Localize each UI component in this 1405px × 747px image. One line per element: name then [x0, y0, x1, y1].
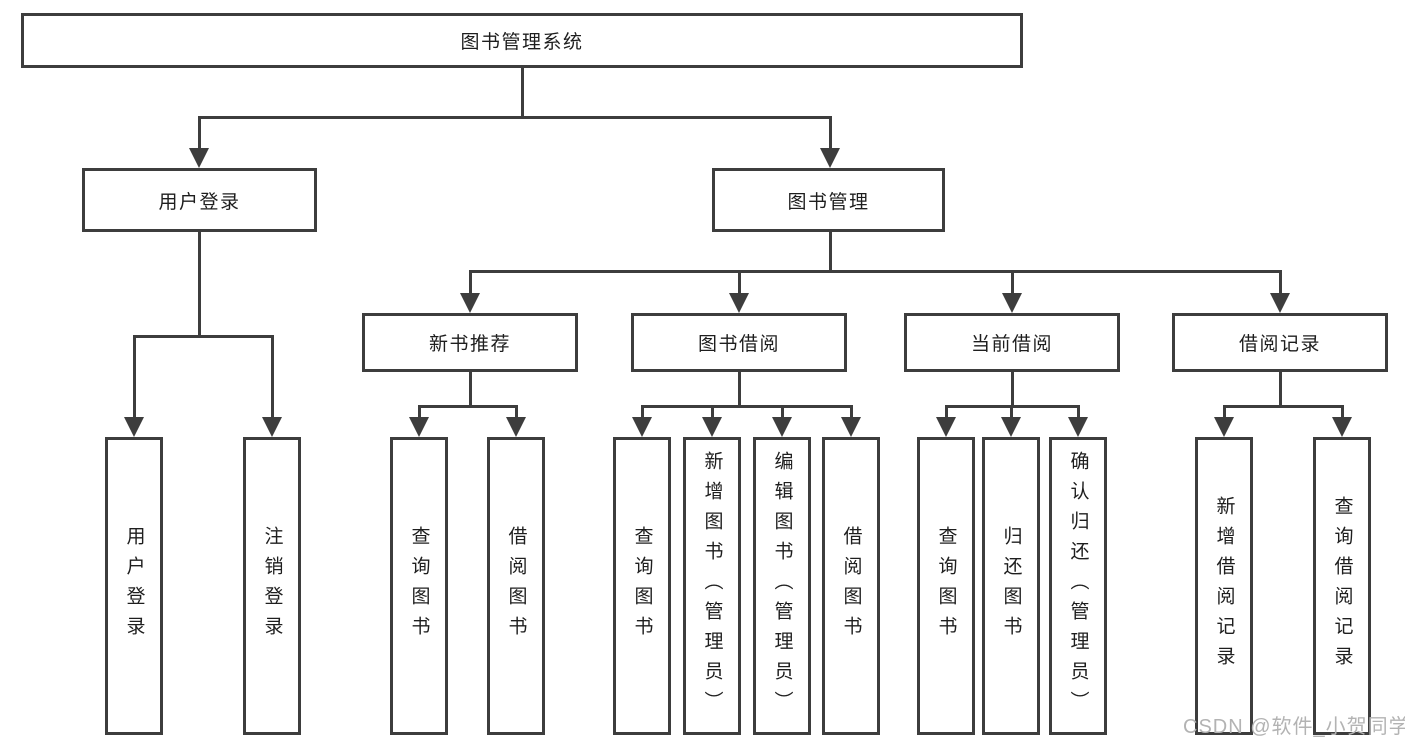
leaf-query-books-1-label: 查询图书	[408, 526, 430, 646]
arrow-down-icon	[1332, 417, 1352, 437]
connector-line	[133, 335, 136, 419]
connector-line	[1223, 405, 1344, 408]
leaf-query-books-2: 查询图书	[613, 437, 671, 735]
connector-line	[829, 116, 832, 152]
leaf-add-books-admin: 新增图书（管理员）	[683, 437, 741, 735]
node-current-borrowing-label: 当前借阅	[970, 334, 1053, 355]
node-new-book-recommend-label: 新书推荐	[428, 334, 511, 355]
connector-line	[641, 405, 853, 408]
leaf-add-books-admin-label: 新增图书（管理员）	[701, 451, 723, 721]
connector-line	[271, 335, 274, 419]
connector-line	[515, 405, 518, 419]
arrow-down-icon	[729, 293, 749, 313]
connector-line	[521, 68, 524, 118]
leaf-user-login: 用户登录	[105, 437, 163, 735]
node-root-label: 图书管理系统	[460, 32, 584, 53]
connector-line	[198, 232, 201, 338]
leaf-logout-label: 注销登录	[261, 526, 283, 646]
connector-line	[1223, 405, 1226, 419]
arrow-down-icon	[1001, 417, 1021, 437]
connector-line	[1010, 405, 1013, 419]
connector-line	[198, 116, 832, 119]
connector-line	[133, 335, 274, 338]
connector-line	[1279, 372, 1282, 408]
arrow-down-icon	[409, 417, 429, 437]
leaf-edit-books-admin-label: 编辑图书（管理员）	[771, 451, 793, 721]
connector-line	[1341, 405, 1344, 419]
leaf-query-borrow-record: 查询借阅记录	[1313, 437, 1371, 735]
arrow-down-icon	[1002, 293, 1022, 313]
node-book-management: 图书管理	[712, 168, 945, 232]
connector-line	[469, 372, 472, 408]
arrow-down-icon	[124, 417, 144, 437]
connector-line	[781, 405, 784, 419]
node-book-borrowing-label: 图书借阅	[697, 334, 780, 355]
leaf-confirm-return-admin: 确认归还（管理员）	[1049, 437, 1107, 735]
node-book-borrowing: 图书借阅	[631, 313, 847, 372]
arrow-down-icon	[936, 417, 956, 437]
arrow-down-icon	[632, 417, 652, 437]
node-book-management-label: 图书管理	[787, 191, 870, 213]
connector-line	[418, 405, 518, 408]
connector-line	[198, 116, 201, 152]
arrow-down-icon	[1270, 293, 1290, 313]
leaf-query-books-2-label: 查询图书	[631, 526, 653, 646]
node-borrowing-records: 借阅记录	[1172, 313, 1388, 372]
node-root: 图书管理系统	[21, 13, 1023, 68]
arrow-down-icon	[702, 417, 722, 437]
leaf-query-books-3-label: 查询图书	[935, 526, 957, 646]
arrow-down-icon	[772, 417, 792, 437]
connector-line	[469, 270, 472, 295]
leaf-borrow-books-2: 借阅图书	[822, 437, 880, 735]
arrow-down-icon	[262, 417, 282, 437]
connector-line	[738, 270, 741, 295]
leaf-query-books-3: 查询图书	[917, 437, 975, 735]
leaf-edit-books-admin: 编辑图书（管理员）	[753, 437, 811, 735]
node-new-book-recommend: 新书推荐	[362, 313, 578, 372]
connector-line	[945, 405, 948, 419]
connector-line	[418, 405, 421, 419]
leaf-user-login-label: 用户登录	[123, 526, 145, 646]
connector-line	[1011, 270, 1014, 295]
connector-line	[738, 372, 741, 408]
node-current-borrowing: 当前借阅	[904, 313, 1120, 372]
node-user-login-label: 用户登录	[158, 191, 241, 213]
leaf-borrow-books-1-label: 借阅图书	[505, 526, 527, 646]
leaf-query-books-1: 查询图书	[390, 437, 448, 735]
connector-line	[711, 405, 714, 419]
connector-line	[850, 405, 853, 419]
leaf-borrow-books-2-label: 借阅图书	[840, 526, 862, 646]
arrow-down-icon	[1068, 417, 1088, 437]
leaf-borrow-books-1: 借阅图书	[487, 437, 545, 735]
connector-line	[1077, 405, 1080, 419]
leaf-confirm-return-admin-label: 确认归还（管理员）	[1067, 451, 1089, 721]
csdn-watermark: CSDN @软件_小贺同学	[1183, 716, 1405, 738]
connector-line	[641, 405, 644, 419]
connector-line	[1279, 270, 1282, 295]
arrow-down-icon	[460, 293, 480, 313]
arrow-down-icon	[506, 417, 526, 437]
leaf-return-books-label: 归还图书	[1000, 526, 1022, 646]
node-borrowing-records-label: 借阅记录	[1238, 334, 1321, 355]
leaf-add-borrow-record: 新增借阅记录	[1195, 437, 1253, 735]
node-user-login: 用户登录	[82, 168, 317, 232]
leaf-return-books: 归还图书	[982, 437, 1040, 735]
leaf-add-borrow-record-label: 新增借阅记录	[1213, 496, 1235, 676]
leaf-logout: 注销登录	[243, 437, 301, 735]
arrow-down-icon	[1214, 417, 1234, 437]
connector-line	[1011, 372, 1014, 408]
arrow-down-icon	[820, 148, 840, 168]
arrow-down-icon	[189, 148, 209, 168]
connector-line	[829, 232, 832, 273]
connector-line	[469, 270, 1282, 273]
leaf-query-borrow-record-label: 查询借阅记录	[1331, 496, 1353, 676]
arrow-down-icon	[841, 417, 861, 437]
